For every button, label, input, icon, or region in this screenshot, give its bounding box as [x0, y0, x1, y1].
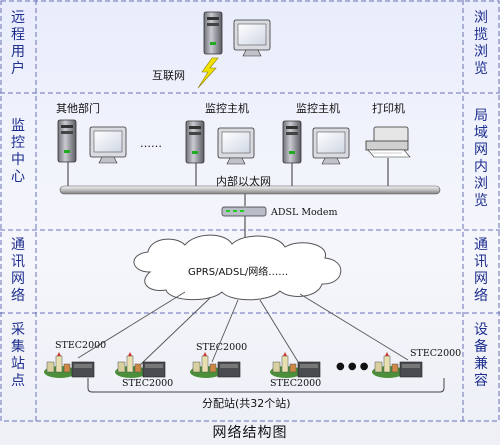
- band-label-comm-right: 通讯网络: [474, 237, 488, 304]
- modem-label: ADSL Modem: [271, 207, 338, 218]
- other-dept-monitor-icon: [89, 126, 127, 164]
- monitor-host-2-monitor-icon: [312, 127, 350, 165]
- diagram-caption: 网络结构图: [0, 422, 500, 445]
- remote-server-icon: [203, 11, 223, 55]
- printer-label: 打印机: [372, 102, 405, 115]
- monitor-host-1-label: 监控主机: [205, 102, 249, 115]
- printer-icon: [365, 126, 411, 158]
- stec-label-5: STEC2000: [410, 348, 462, 359]
- substation-bracket: [87, 378, 445, 393]
- station-icon: [43, 351, 95, 379]
- intranet-label: 内部以太网: [216, 175, 271, 188]
- lightning-icon: [197, 57, 219, 89]
- stec-label-2: STEC2000: [122, 378, 174, 389]
- monitor-host-2-label: 监控主机: [296, 102, 340, 115]
- monitor-host-1-server-icon: [185, 120, 205, 164]
- internet-label: 互联网: [152, 69, 185, 82]
- substation-label: 分配站(共32个站): [202, 397, 291, 410]
- network-diagram: [0, 0, 500, 422]
- monitor-host-1-monitor-icon: [217, 127, 255, 165]
- band-label-center-right: 局域网内浏览: [474, 108, 488, 209]
- stec-label-3: STEC2000: [196, 342, 248, 353]
- band-label-center-left: 监控中心: [11, 118, 25, 185]
- ellipsis-label: ……: [140, 137, 162, 150]
- monitor-host-2-server-icon: [282, 120, 302, 164]
- other-dept-label: 其他部门: [56, 102, 100, 115]
- band-label-station-right: 设备兼容: [474, 322, 488, 389]
- band-label-station-left: 采集站点: [11, 322, 25, 389]
- station-dots: ● ● ●: [336, 361, 369, 372]
- modem-icon: [221, 206, 267, 217]
- band-label-comm-left: 通讯网络: [11, 237, 25, 304]
- cloud-shape: [133, 234, 342, 301]
- band-label-remote-left: 远程用户: [11, 10, 25, 77]
- station-icon: [114, 351, 166, 379]
- stec-label-4: STEC2000: [270, 378, 322, 389]
- ethernet-bus: [59, 185, 441, 195]
- station-icon: [269, 351, 321, 379]
- stec-label-1: STEC2000: [55, 340, 107, 351]
- other-dept-server-icon: [57, 119, 77, 163]
- cloud-label: GPRS/ADSL/网络……: [188, 267, 289, 278]
- outer-border: [0, 0, 500, 422]
- remote-monitor-icon: [233, 19, 271, 57]
- band-label-remote-right: 浏揽浏览: [474, 10, 488, 77]
